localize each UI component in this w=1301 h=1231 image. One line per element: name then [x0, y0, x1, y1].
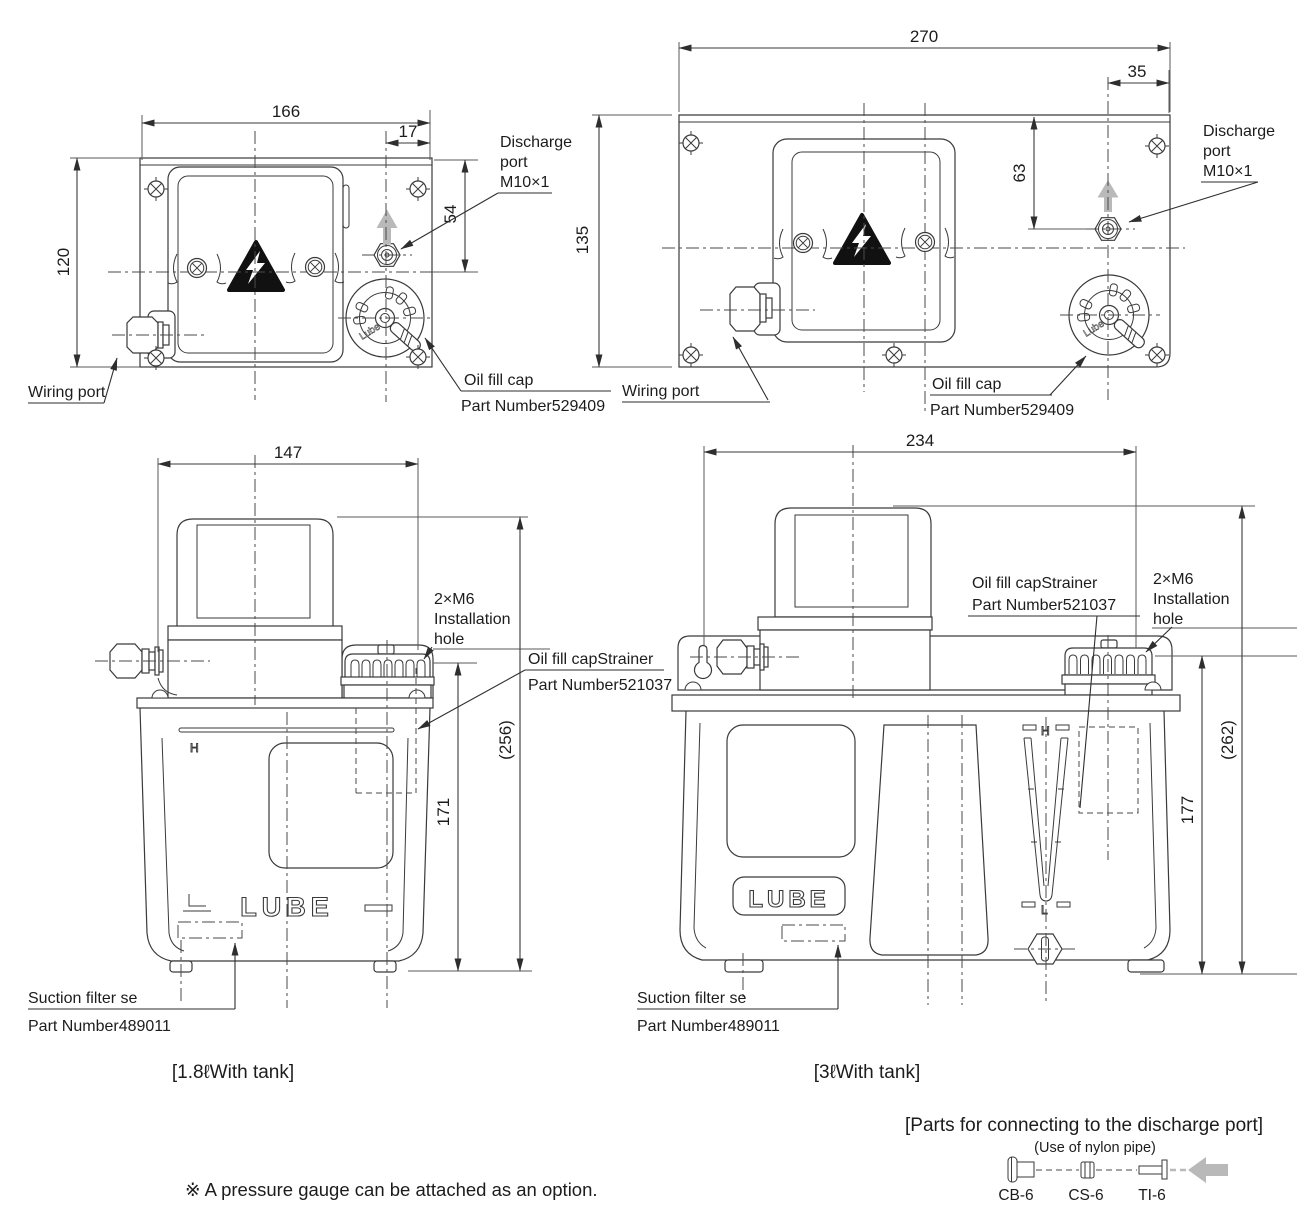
strainer-label: Oil fill capStrainer: [528, 651, 654, 668]
parts-title: [Parts for connecting to the discharge p…: [905, 1115, 1263, 1136]
discharge-port-label: Discharge: [1203, 123, 1275, 140]
ti6-insert-icon: [1138, 1159, 1168, 1180]
labels-front-18l: 2×M6 Installation hole Oil fill capStrai…: [28, 591, 672, 1083]
mounting-plate: [136, 697, 434, 709]
labels-top-18l: Discharge port M10×1 Wiring port Oil fil…: [28, 134, 611, 415]
flow-direction-arrow-icon: [1188, 1157, 1228, 1183]
dim-177: 177: [1178, 796, 1197, 824]
svg-text:port: port: [1203, 143, 1231, 160]
caption-18l: [1.8ℓWith tank]: [172, 1062, 294, 1083]
pump-body: [757, 616, 933, 631]
lube-logo: LUBE: [748, 886, 829, 913]
wiring-port-label: Wiring port: [622, 383, 700, 400]
labels-front-3l: 2×M6 Installation hole Oil fill capStrai…: [637, 571, 1230, 1083]
suction-filter-label: Suction filter se: [28, 990, 137, 1007]
suction-filter-outline: [781, 924, 846, 942]
part-cb6-label: CB-6: [998, 1187, 1033, 1204]
dim-63: 63: [1010, 164, 1029, 183]
dims-top-18l: 166 17 120 54: [54, 102, 478, 368]
oil-fill-cap-label: Oil fill cap: [464, 372, 533, 389]
dim-166: 166: [272, 102, 300, 121]
discharge-port-label: Discharge: [500, 134, 572, 151]
suction-filter-label: Suction filter se: [637, 990, 746, 1007]
dim-17: 17: [399, 122, 418, 141]
dim-234: 234: [906, 431, 934, 450]
svg-text:Installation: Installation: [434, 611, 511, 628]
svg-text:Part Number529409: Part Number529409: [930, 402, 1074, 419]
wiring-port-label: Wiring port: [28, 384, 106, 401]
cs6-sleeve-icon: [1080, 1161, 1095, 1179]
dim-54: 54: [441, 205, 460, 224]
base-plate: [678, 114, 1171, 368]
svg-text:Part Number521037: Part Number521037: [972, 597, 1116, 614]
dim-120: 120: [54, 248, 73, 276]
wiring-gland: [109, 643, 178, 696]
caption-3l: [3ℓWith tank]: [814, 1062, 920, 1083]
labels-top-3l: Discharge port M10×1 Wiring port Oil fil…: [622, 123, 1275, 419]
tank: LUBE H L: [679, 710, 1171, 973]
dim-256: (256): [496, 720, 515, 760]
dims-front-18l: 147 171 (256): [157, 443, 550, 972]
svg-text:Part Number529409: Part Number529409: [461, 398, 605, 415]
lube-logo-frame: [732, 876, 846, 916]
svg-text:hole: hole: [1153, 611, 1183, 628]
tank-rib: [869, 724, 989, 956]
m6-label: 2×M6: [434, 591, 475, 608]
part-cs6-label: CS-6: [1068, 1187, 1103, 1204]
dim-35: 35: [1128, 62, 1147, 81]
part-ti6-label: TI-6: [1138, 1187, 1166, 1204]
dim-262: (262): [1218, 720, 1237, 760]
svg-text:Part Number489011: Part Number489011: [28, 1018, 171, 1035]
discharge-direction-arrow-icon: [376, 209, 398, 244]
oil-fill-cap-label: Oil fill cap: [932, 376, 1001, 393]
svg-text:port: port: [500, 154, 528, 171]
parts-section: [Parts for connecting to the discharge p…: [905, 1115, 1263, 1204]
dims-front-3l: 234 177 (262): [703, 431, 1297, 975]
dim-270: 270: [910, 27, 938, 46]
m6-hole-outline: [355, 668, 417, 794]
view-top-3l: Lube 270 35 135: [573, 27, 1275, 419]
pressure-gauge-note: ※ A pressure gauge can be attached as an…: [185, 1179, 598, 1200]
view-front-3l: LUBE H L: [637, 431, 1297, 1083]
parts-subtitle: (Use of nylon pipe): [1034, 1140, 1156, 1156]
oil-sight-gauge: H L: [1021, 724, 1071, 917]
dim-171: 171: [434, 798, 453, 826]
svg-text:hole: hole: [434, 631, 464, 648]
cb6-fitting-icon: [1007, 1156, 1035, 1183]
lube-logo: LUBE: [240, 892, 334, 922]
level-low-marker: L: [1041, 903, 1048, 917]
level-high-marker: H: [1041, 724, 1050, 738]
suction-filter-outline: [177, 921, 243, 939]
discharge-direction-arrow-icon: [1097, 180, 1119, 212]
dim-147: 147: [274, 443, 302, 462]
base-plate: [139, 157, 433, 368]
level-high-marker: H: [190, 741, 199, 755]
dim-135: 135: [573, 226, 592, 254]
keyhole-slot: [693, 644, 713, 680]
warning-triangle-icon: [227, 240, 285, 292]
dims-top-3l: 270 35 135 63: [573, 27, 1171, 368]
svg-text:M10×1: M10×1: [1203, 163, 1252, 180]
strainer-label: Oil fill capStrainer: [972, 575, 1098, 592]
view-top-1-8l: Lube 166 17 120: [28, 102, 611, 415]
tank-label-panel: [268, 742, 394, 869]
svg-text:Installation: Installation: [1153, 591, 1230, 608]
tank-label-panel: [726, 724, 856, 858]
mounting-flange: [671, 694, 1181, 712]
warning-triangle-icon: [833, 213, 891, 265]
view-front-1-8l: H LUBE 147 171 (256): [28, 443, 672, 1083]
wiring-gland: [729, 282, 781, 336]
svg-text:Part Number521037: Part Number521037: [528, 677, 672, 694]
m6-label: 2×M6: [1153, 571, 1194, 588]
svg-text:M10×1: M10×1: [500, 174, 549, 191]
svg-text:Part Number489011: Part Number489011: [637, 1018, 780, 1035]
